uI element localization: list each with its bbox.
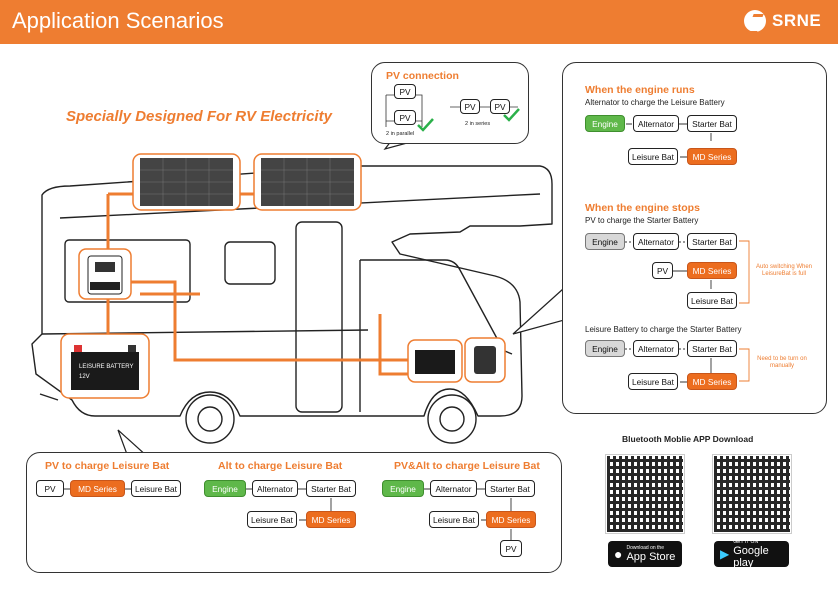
gplay-small-text: GET IT ON bbox=[733, 539, 759, 545]
pv-connection-wiring bbox=[385, 94, 520, 132]
leisure-to-starter-subtitle: Leisure Battery to charge the Starter Ba… bbox=[585, 325, 742, 334]
app-store-button[interactable]: ● Download on the App Store bbox=[608, 541, 682, 567]
leisure-bat-node: Leisure Bat bbox=[687, 292, 737, 309]
app-download-title: Bluetooth Moblie APP Download bbox=[622, 434, 754, 444]
auto-switching-note: Auto switching When LeisureBat is full bbox=[755, 264, 813, 277]
md-series-node: MD Series bbox=[486, 511, 536, 528]
gplay-big-text: Google play bbox=[733, 545, 769, 569]
leisure-battery-voltage: 12V bbox=[79, 374, 90, 380]
engine-node: Engine bbox=[585, 340, 625, 357]
alternator-node: Alternator bbox=[633, 233, 679, 250]
googleplay-qr-code[interactable] bbox=[712, 454, 792, 534]
qr-code-icon bbox=[607, 456, 683, 532]
engine-runs-title: When the engine runs bbox=[585, 84, 695, 96]
md-series-node: MD Series bbox=[687, 373, 737, 390]
md-series-node: MD Series bbox=[687, 262, 737, 279]
appstore-small-text: Download on the bbox=[626, 545, 664, 551]
pv-connection-title: PV connection bbox=[386, 70, 459, 82]
pv-node: PV bbox=[394, 84, 416, 99]
alternator-node: Alternator bbox=[252, 480, 298, 497]
starter-bat-node: Starter Bat bbox=[306, 480, 356, 497]
pv-connection-panel: PV connection PV PV PV PV 2 in parallel … bbox=[371, 62, 529, 144]
pvalt-charge-title: PV&Alt to charge Leisure Bat bbox=[394, 460, 540, 472]
header-bar bbox=[0, 0, 838, 44]
leisure-bat-node: Leisure Bat bbox=[247, 511, 297, 528]
play-icon: ▶ bbox=[720, 547, 730, 561]
alternator-node: Alternator bbox=[633, 340, 679, 357]
starter-bat-node: Starter Bat bbox=[687, 115, 737, 132]
apple-icon: ● bbox=[614, 546, 623, 562]
series-label: 2 in series bbox=[465, 121, 491, 127]
engine-scenarios-arrows bbox=[625, 123, 750, 383]
md-series-node: MD Series bbox=[70, 480, 125, 497]
engine-node: Engine bbox=[585, 233, 625, 250]
alt-charge-title: Alt to charge Leisure Bat bbox=[218, 460, 343, 472]
leisure-bat-node: Leisure Bat bbox=[628, 148, 678, 165]
pv-node: PV bbox=[460, 99, 480, 114]
leisure-bat-node: Leisure Bat bbox=[429, 511, 479, 528]
alternator-node: Alternator bbox=[633, 115, 679, 132]
leisure-battery-label: LEISURE BATTERY bbox=[79, 364, 134, 370]
brand-name: SRNE bbox=[772, 11, 822, 30]
qr-code-icon bbox=[714, 456, 790, 532]
engine-node: Engine bbox=[585, 115, 625, 132]
appstore-qr-code[interactable] bbox=[605, 454, 685, 534]
leisure-bat-node: Leisure Bat bbox=[131, 480, 181, 497]
rv-illustration bbox=[31, 135, 569, 458]
charging-modes-panel: PV to charge Leisure Bat PV MD Series Le… bbox=[26, 452, 562, 573]
starter-bat-node: Starter Bat bbox=[485, 480, 535, 497]
tagline: Specially Designed For RV Electricity bbox=[66, 108, 332, 125]
md-series-node: MD Series bbox=[687, 148, 737, 165]
google-play-button[interactable]: ▶ GET IT ON Google play bbox=[714, 539, 789, 569]
page-title: Application Scenarios bbox=[12, 8, 224, 33]
leisure-bat-node: Leisure Bat bbox=[628, 373, 678, 390]
pv-node: PV bbox=[394, 110, 416, 125]
engine-stops-title: When the engine stops bbox=[585, 202, 700, 214]
pv-charge-title: PV to charge Leisure Bat bbox=[45, 460, 170, 472]
engine-runs-subtitle: Alternator to charge the Leisure Battery bbox=[585, 98, 725, 107]
parallel-label: 2 in parallel bbox=[386, 131, 415, 137]
pv-node: PV bbox=[36, 480, 64, 497]
engine-stops-subtitle: PV to charge the Starter Battery bbox=[585, 216, 699, 225]
appstore-big-text: App Store bbox=[626, 551, 676, 563]
manual-note: Need to be turn on manually bbox=[757, 356, 807, 369]
engine-scenarios-panel: When the engine runs Alternator to charg… bbox=[562, 62, 827, 414]
brand-logo: SRNE bbox=[744, 9, 821, 33]
pv-node: PV bbox=[500, 540, 522, 557]
engine-node: Engine bbox=[382, 480, 424, 497]
pv-node: PV bbox=[490, 99, 510, 114]
alternator-node: Alternator bbox=[430, 480, 477, 497]
pv-node: PV bbox=[652, 262, 673, 279]
charging-modes-arrows bbox=[64, 488, 512, 540]
engine-node: Engine bbox=[204, 480, 246, 497]
srne-logo-icon bbox=[744, 10, 766, 32]
starter-bat-node: Starter Bat bbox=[687, 233, 737, 250]
starter-bat-node: Starter Bat bbox=[687, 340, 737, 357]
md-series-node: MD Series bbox=[306, 511, 356, 528]
